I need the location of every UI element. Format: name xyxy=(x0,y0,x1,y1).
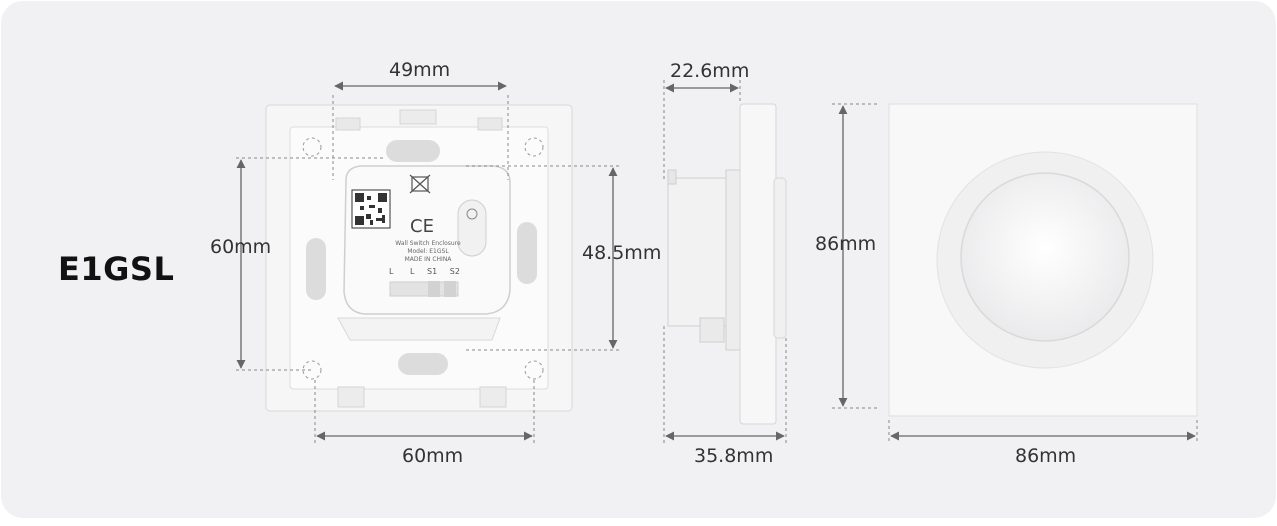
model-name: E1GSL xyxy=(58,250,175,288)
terminal-label: L xyxy=(410,267,415,276)
label-line: MADE IN CHINA xyxy=(404,256,452,263)
back-right-height-label: 48.5mm xyxy=(582,242,662,264)
back-view: CE xyxy=(236,81,620,444)
terminal-label: S1 xyxy=(427,267,438,276)
front-width-label: 86mm xyxy=(1015,445,1077,467)
front-height-label: 86mm xyxy=(815,233,877,255)
side-top-depth-label: 22.6mm xyxy=(670,60,750,82)
terminal-labels: L L S1 S2 xyxy=(389,267,460,276)
label-line: Model: E1GSL xyxy=(407,248,449,255)
svg-text:CE: CE xyxy=(410,216,434,237)
enclosure-label: Wall Switch Enclosure Model: E1GSL MADE … xyxy=(388,240,468,264)
back-top-width-label: 49mm xyxy=(389,59,451,81)
back-left-height-label: 60mm xyxy=(210,236,272,258)
side-bottom-depth-label: 35.8mm xyxy=(694,445,774,467)
back-bottom-width-label: 60mm xyxy=(402,445,464,467)
front-view xyxy=(832,103,1198,444)
terminal-label: L xyxy=(389,267,394,276)
side-view xyxy=(663,80,787,446)
label-line: Wall Switch Enclosure xyxy=(395,240,461,247)
terminal-label: S2 xyxy=(449,267,460,276)
